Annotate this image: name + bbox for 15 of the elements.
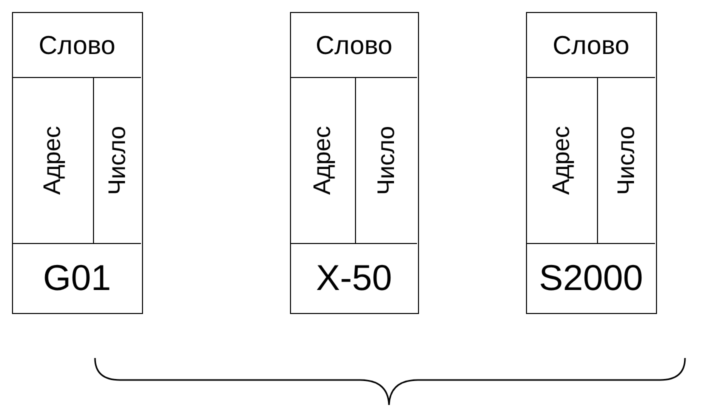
- value-cell: X-50: [291, 243, 417, 312]
- address-cell: Адрес: [527, 77, 597, 243]
- word-frame: [12, 12, 143, 314]
- header-cell: Слово: [527, 13, 655, 77]
- number-cell: Число: [355, 77, 417, 243]
- value-cell: G01: [13, 243, 141, 312]
- word-frame: [290, 12, 419, 314]
- number-cell: Число: [597, 77, 655, 243]
- word-frame: [526, 12, 657, 314]
- number-cell: Число: [93, 77, 141, 243]
- value-cell: S2000: [527, 243, 655, 312]
- header-cell: Слово: [291, 13, 417, 77]
- address-cell: Адрес: [13, 77, 93, 243]
- address-cell: Адрес: [291, 77, 355, 243]
- header-cell: Слово: [13, 13, 141, 77]
